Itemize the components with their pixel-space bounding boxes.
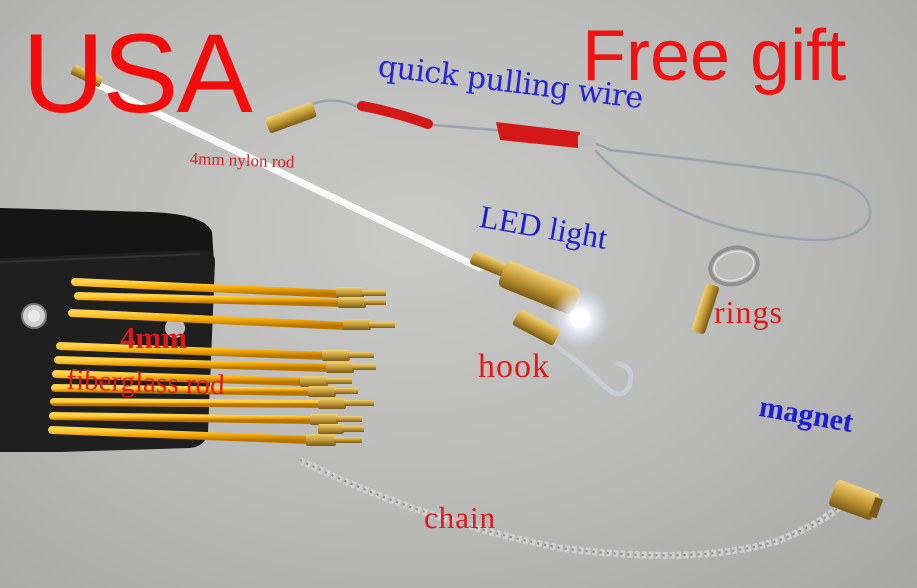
chain-label: chain (424, 500, 497, 535)
key-ring (691, 245, 760, 334)
usa-label: USA (22, 11, 253, 136)
magnet (829, 479, 884, 520)
hook-label: hook (478, 348, 550, 385)
chain (229, 444, 852, 559)
quick-pulling-wire (265, 99, 872, 242)
nylon-rod-label: 4mm nylon rod (189, 149, 295, 172)
free-gift-label: Free gift (582, 16, 847, 96)
hook (512, 309, 634, 397)
size-label: 4mm (120, 320, 188, 355)
fiberglass-rod-label: fiberglass rod (65, 364, 226, 402)
nylon-rod (70, 64, 484, 272)
led-light (470, 251, 610, 348)
rings-label: rings (714, 294, 783, 330)
fiberglass-rods (48, 278, 395, 446)
